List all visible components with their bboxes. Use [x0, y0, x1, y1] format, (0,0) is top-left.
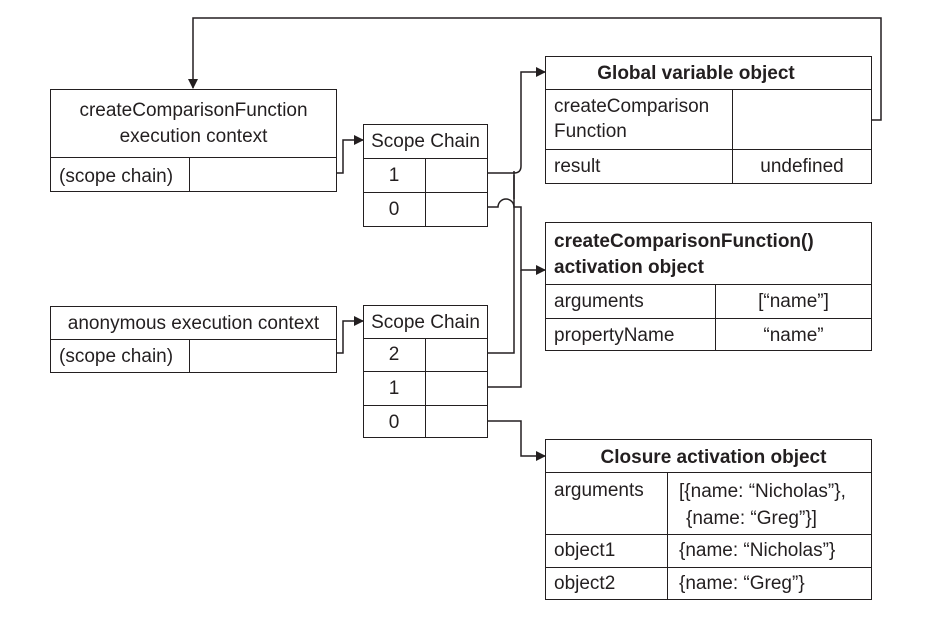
- closure-object-row-value: [{name: “Nicholas”},: [679, 481, 846, 502]
- global-object-row-name: result: [554, 156, 601, 177]
- global-object-row-name: Function: [554, 121, 627, 142]
- closure-object-row-name: arguments: [554, 480, 644, 501]
- exec-context-create-comparison: createComparisonFunction execution conte…: [50, 89, 337, 192]
- activation-object-title-line1: createComparisonFunction(): [554, 231, 814, 252]
- global-object-row-name: createComparison: [554, 96, 710, 117]
- anonymous-context-title: anonymous execution context: [67, 313, 320, 334]
- closure-object-row-name: object1: [554, 540, 616, 561]
- scope-chain-1-title: Scope Chain: [371, 131, 480, 152]
- activation-object-row-name: arguments: [554, 291, 644, 312]
- closure-object-row-value: {name: “Greg”}]: [686, 508, 817, 529]
- activation-object-row-value: “name”: [763, 325, 824, 346]
- scope-chain-1-index: 1: [388, 165, 400, 186]
- global-variable-object: Global variable object createComparison …: [545, 56, 872, 184]
- scope-chain-2-index: 2: [388, 344, 400, 365]
- scope-chain-2-index: 0: [388, 412, 400, 433]
- scope-chain-1-index: 0: [388, 199, 400, 220]
- closure-object-row-value: {name: “Greg”}: [679, 573, 805, 594]
- activation-object-row-name: propertyName: [554, 325, 675, 346]
- activation-object: createComparisonFunction() activation ob…: [545, 222, 872, 351]
- scope-chain-1: Scope Chain 1 0: [363, 124, 488, 227]
- exec-context-anonymous: anonymous execution context (scope chain…: [50, 306, 337, 373]
- activation-object-row-value: [“name”]: [758, 291, 829, 312]
- scope-chain-2-index: 1: [388, 378, 400, 399]
- global-object-row-value: undefined: [760, 156, 844, 177]
- exec-context-title-line1: createComparisonFunction: [79, 100, 308, 121]
- closure-object-row-value: {name: “Nicholas”}: [679, 540, 836, 561]
- scope1-index0-to-activation-arrow: [448, 198, 546, 275]
- scope-chain-2-title: Scope Chain: [371, 312, 480, 333]
- scope-chain-2: Scope Chain 2 1 0: [363, 305, 488, 438]
- anonymous-context-scope-chain-label: (scope chain): [59, 346, 174, 367]
- exec-context-title-line2: execution context: [119, 126, 268, 147]
- closure-object-title: Closure activation object: [600, 447, 827, 468]
- closure-activation-object: Closure activation object arguments [{na…: [545, 439, 872, 600]
- global-object-title: Global variable object: [597, 63, 795, 84]
- exec-context-scope-chain-label: (scope chain): [59, 166, 174, 187]
- activation-object-title-line2: activation object: [554, 257, 704, 278]
- closure-object-row-name: object2: [554, 573, 616, 594]
